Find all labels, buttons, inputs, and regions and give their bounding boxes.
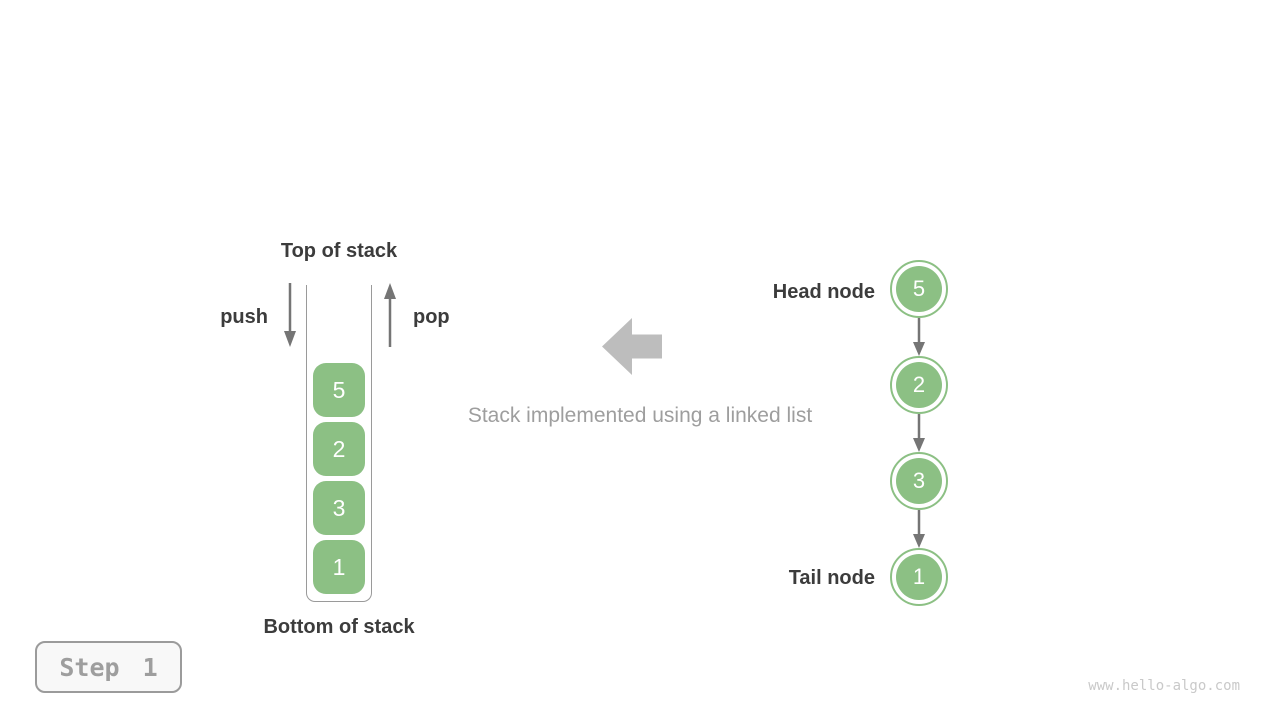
node-link-arrow-icon bbox=[913, 414, 925, 452]
node-link-arrow-icon bbox=[913, 318, 925, 356]
step-badge: Step 1 bbox=[35, 641, 182, 693]
pop-up-arrow-icon bbox=[384, 283, 396, 347]
node-value: 3 bbox=[896, 458, 942, 504]
node-value: 1 bbox=[896, 554, 942, 600]
linked-list-node: 2 bbox=[890, 356, 948, 414]
stack-item: 2 bbox=[313, 422, 365, 476]
stack-item: 5 bbox=[313, 363, 365, 417]
top-of-stack-label: Top of stack bbox=[280, 240, 398, 262]
node-value: 5 bbox=[896, 266, 942, 312]
left-block-arrow-icon bbox=[602, 318, 662, 375]
head-node-label: Head node bbox=[772, 281, 875, 303]
diagram-caption: Stack implemented using a linked list bbox=[467, 404, 813, 427]
node-link-arrow-icon bbox=[913, 510, 925, 548]
watermark: www.hello-algo.com bbox=[1088, 678, 1240, 694]
node-value: 2 bbox=[896, 362, 942, 408]
pop-label: pop bbox=[413, 306, 450, 328]
push-down-arrow-icon bbox=[284, 283, 296, 347]
bottom-of-stack-label: Bottom of stack bbox=[263, 616, 415, 638]
stack-item: 1 bbox=[313, 540, 365, 594]
linked-list-node: 1 bbox=[890, 548, 948, 606]
push-label: push bbox=[220, 306, 268, 328]
linked-list-node: 3 bbox=[890, 452, 948, 510]
tail-node-label: Tail node bbox=[788, 567, 875, 589]
linked-list-node: 5 bbox=[890, 260, 948, 318]
stack-container: 5 2 3 1 bbox=[306, 285, 372, 602]
stack-item: 3 bbox=[313, 481, 365, 535]
